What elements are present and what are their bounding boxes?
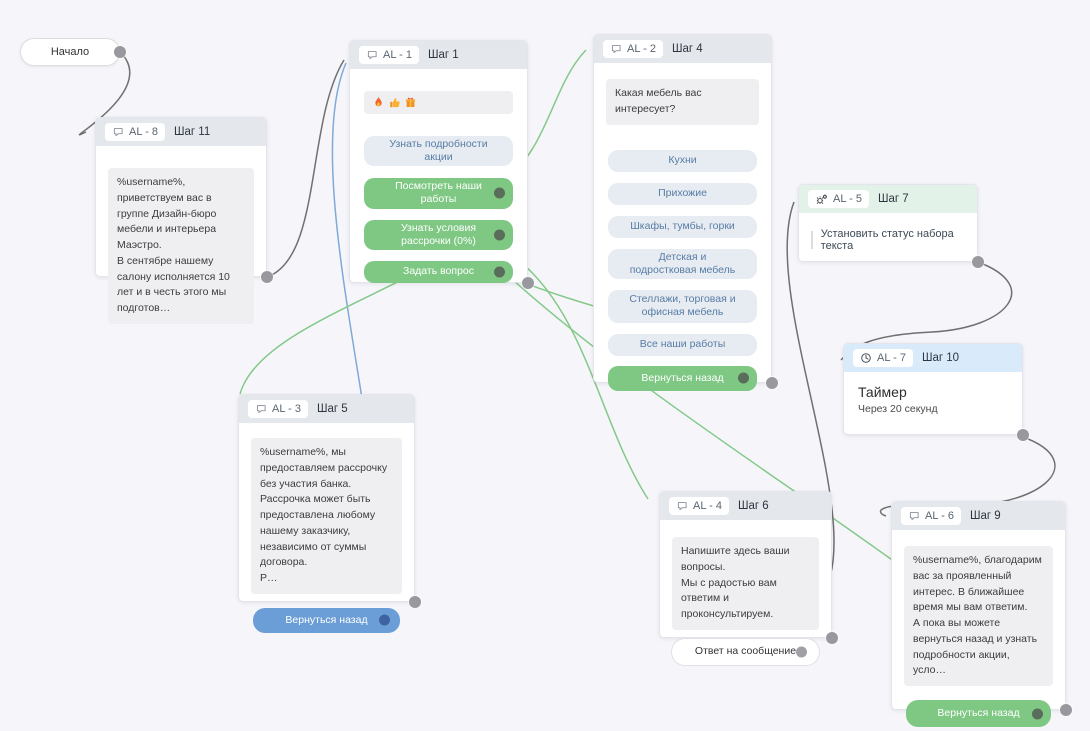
node-al1[interactable]: AL - 1 Шаг 1 Узнать подробности акции По… bbox=[349, 40, 528, 283]
node-al7[interactable]: AL - 7 Шаг 10 Таймер Через 20 секунд bbox=[843, 343, 1023, 435]
al2-button-kitchens[interactable]: Кухни bbox=[608, 149, 757, 172]
al1-button-details[interactable]: Узнать подробности акции bbox=[364, 136, 513, 167]
node-al2-step: Шаг 4 bbox=[671, 43, 703, 55]
node-al6-step: Шаг 9 bbox=[969, 510, 1001, 522]
action-divider bbox=[811, 231, 813, 249]
edge-al1question-al4 bbox=[502, 248, 649, 500]
node-al1-badge: AL - 1 bbox=[359, 46, 419, 64]
al2-button-back[interactable]: Вернуться назад bbox=[608, 365, 757, 391]
node-al3[interactable]: AL - 3 Шаг 5 %username%, мы предоставляе… bbox=[238, 394, 415, 633]
node-al7-title: Таймер bbox=[858, 384, 907, 400]
al6-output-connector[interactable] bbox=[1060, 704, 1072, 716]
node-al8[interactable]: AL - 8 Шаг 11 %username%, приветствуем в… bbox=[95, 117, 267, 324]
thumbs-up-emoji-icon bbox=[390, 98, 400, 108]
node-al5-badge: AL - 5 bbox=[808, 190, 869, 208]
node-al1-step: Шаг 1 bbox=[427, 49, 459, 61]
al2-button-hallways[interactable]: Прихожие bbox=[608, 182, 757, 205]
node-al4-message: Напишите здесь ваши вопросы. Мы с радост… bbox=[672, 537, 819, 630]
al1-button-question-connector[interactable] bbox=[494, 266, 505, 278]
timer-icon bbox=[861, 353, 871, 363]
fire-emoji-icon bbox=[375, 97, 382, 107]
gift-emoji-icon bbox=[405, 97, 416, 107]
node-al3-step: Шаг 5 bbox=[316, 403, 348, 415]
al2-button-kids[interactable]: Детская и подростковая мебель bbox=[608, 248, 757, 279]
node-al7-step: Шаг 10 bbox=[921, 352, 960, 364]
al2-button-back-connector[interactable] bbox=[738, 372, 749, 384]
al2-button-all-works[interactable]: Все наши работы bbox=[608, 333, 757, 356]
al1-button-works-connector[interactable] bbox=[494, 187, 505, 199]
node-al7-subtitle: Через 20 секунд bbox=[858, 403, 938, 415]
al3-button-back[interactable]: Вернуться назад bbox=[253, 607, 400, 633]
al8-output-connector[interactable] bbox=[261, 271, 273, 283]
node-al5-header: AL - 5 Шаг 7 bbox=[799, 185, 977, 213]
node-al2-badge: AL - 2 bbox=[603, 40, 663, 58]
al1-button-installment[interactable]: Узнать условия рассрочки (0%) bbox=[364, 219, 513, 250]
al2-button-shelving[interactable]: Стеллажи, торговая и офисная мебель bbox=[608, 289, 757, 323]
node-al8-badge: AL - 8 bbox=[105, 123, 165, 141]
node-al8-header: AL - 8 Шаг 11 bbox=[96, 118, 266, 146]
al7-output-connector[interactable] bbox=[1017, 429, 1029, 441]
start-output-connector[interactable] bbox=[114, 46, 126, 58]
node-al7-header: AL - 7 Шаг 10 bbox=[844, 344, 1022, 372]
node-al3-header: AL - 3 Шаг 5 bbox=[239, 395, 414, 423]
chat-bubble-icon bbox=[677, 502, 687, 511]
al1-output-connector[interactable] bbox=[522, 277, 534, 289]
node-al2-header: AL - 2 Шаг 4 bbox=[594, 35, 771, 63]
node-al6-header: AL - 6 Шаг 9 bbox=[892, 502, 1065, 530]
al6-button-back[interactable]: Вернуться назад bbox=[906, 700, 1051, 727]
node-al8-step: Шаг 11 bbox=[173, 126, 211, 138]
node-al3-message: %username%, мы предоставляем рассрочку б… bbox=[251, 438, 402, 594]
chat-bubble-icon bbox=[611, 45, 621, 54]
al1-button-question[interactable]: Задать вопрос bbox=[364, 260, 513, 283]
node-al6-badge: AL - 6 bbox=[901, 507, 961, 525]
chat-bubble-icon bbox=[367, 51, 377, 60]
node-al6-message: %username%, благодарим вас за проявленны… bbox=[904, 546, 1053, 686]
cogs-icon bbox=[816, 194, 827, 204]
node-al5[interactable]: AL - 5 Шаг 7 Установить статус набора те… bbox=[798, 184, 978, 262]
chat-bubble-icon bbox=[909, 512, 919, 521]
chat-bubble-icon bbox=[113, 128, 123, 137]
node-al1-header: AL - 1 Шаг 1 bbox=[350, 41, 527, 69]
al2-output-connector[interactable] bbox=[766, 377, 778, 389]
al5-output-connector[interactable] bbox=[972, 256, 984, 268]
node-al5-action: Установить статус набора текста bbox=[811, 228, 965, 252]
node-al8-message: %username%, приветствуем вас в группе Ди… bbox=[108, 168, 254, 324]
node-al4-header: AL - 4 Шаг 6 bbox=[660, 492, 831, 520]
al6-button-back-connector[interactable] bbox=[1032, 708, 1043, 719]
chat-bubble-icon bbox=[256, 405, 266, 414]
start-node[interactable]: Начало bbox=[20, 38, 120, 66]
node-al4-badge: AL - 4 bbox=[669, 497, 729, 515]
al1-button-installment-connector[interactable] bbox=[494, 229, 505, 241]
node-al2-message: Какая мебель вас интересует? bbox=[606, 79, 759, 125]
al3-output-connector[interactable] bbox=[409, 596, 421, 608]
node-al1-emoji-message bbox=[364, 91, 513, 114]
node-al3-badge: AL - 3 bbox=[248, 400, 308, 418]
al1-button-works[interactable]: Посмотреть наши работы bbox=[364, 178, 513, 209]
node-al2[interactable]: AL - 2 Шаг 4 Какая мебель вас интересует… bbox=[593, 34, 772, 391]
al4-button-reply[interactable]: Ответ на сообщение bbox=[671, 637, 820, 666]
al3-button-back-connector[interactable] bbox=[379, 614, 390, 626]
edge-start-al8 bbox=[78, 51, 131, 136]
node-al7-badge: AL - 7 bbox=[853, 349, 913, 367]
edge-al8-al1 bbox=[266, 59, 345, 278]
node-al4-step: Шаг 6 bbox=[737, 500, 769, 512]
al2-button-cabinets[interactable]: Шкафы, тумбы, горки bbox=[608, 215, 757, 238]
start-label: Начало bbox=[50, 46, 90, 58]
al4-output-connector[interactable] bbox=[826, 632, 838, 644]
node-al6[interactable]: AL - 6 Шаг 9 %username%, благодарим вас … bbox=[891, 501, 1066, 727]
al4-button-reply-connector[interactable] bbox=[796, 646, 807, 658]
node-al4[interactable]: AL - 4 Шаг 6 Напишите здесь ваши вопросы… bbox=[659, 491, 832, 666]
node-al5-step: Шаг 7 bbox=[877, 193, 909, 205]
